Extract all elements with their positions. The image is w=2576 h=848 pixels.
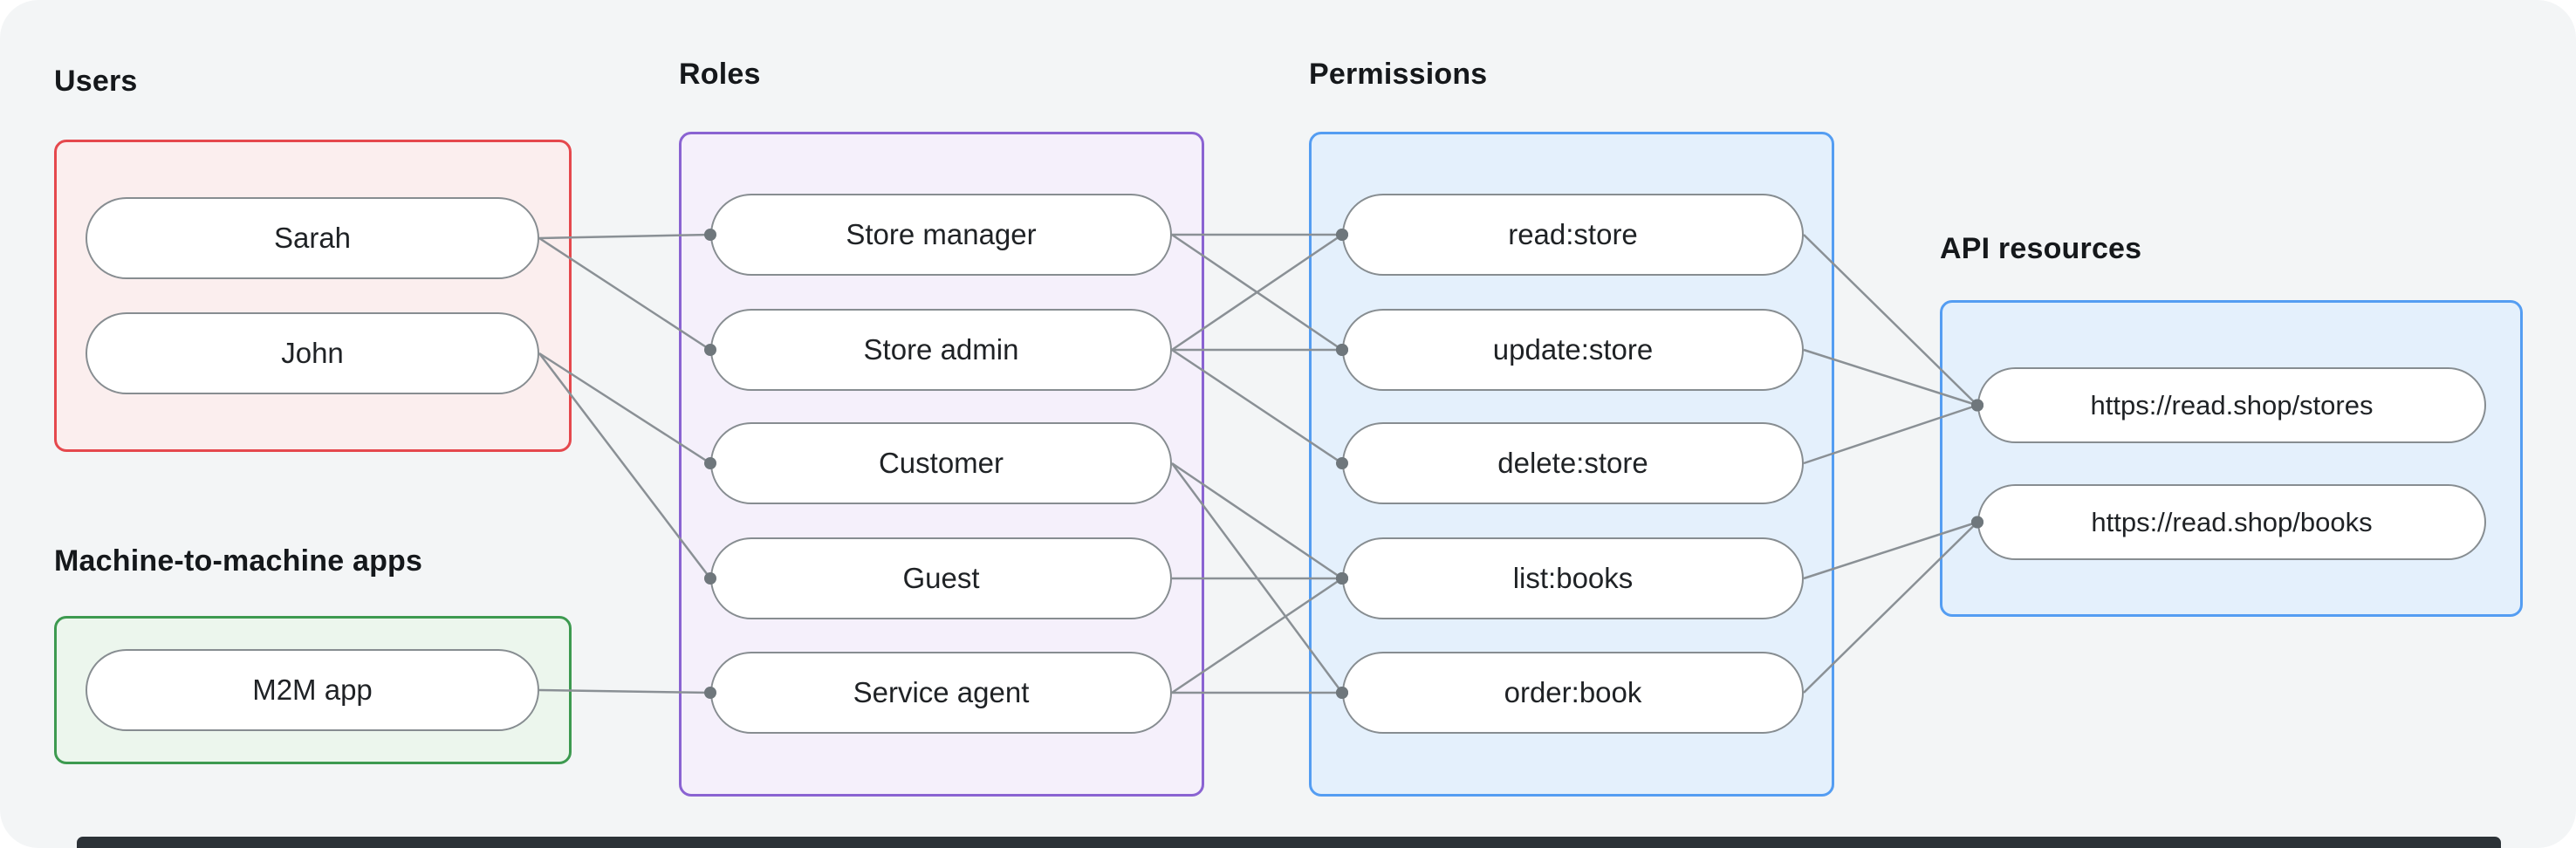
horizontal-scrollbar[interactable] <box>77 837 2501 848</box>
node-user-sarah: Sarah <box>86 197 539 279</box>
node-permission-update-store: update:store <box>1342 309 1804 391</box>
node-permission-order-book: order:book <box>1342 652 1804 734</box>
node-permission-list-books: list:books <box>1342 537 1804 619</box>
node-role-guest: Guest <box>710 537 1172 619</box>
node-m2m-app: M2M app <box>86 649 539 731</box>
node-user-john: John <box>86 312 539 394</box>
node-label: order:book <box>1504 676 1642 708</box>
node-role-service-agent: Service agent <box>710 652 1172 734</box>
api-resources-group-label: API resources <box>1940 232 2142 265</box>
node-api-resource-stores: https://read.shop/stores <box>1977 367 2486 443</box>
node-label: read:store <box>1508 218 1638 250</box>
users-group-box <box>54 140 572 452</box>
node-label: https://read.shop/stores <box>2090 389 2374 421</box>
m2m-group-label: Machine-to-machine apps <box>54 544 423 578</box>
users-group-label: Users <box>54 65 138 98</box>
node-label: Service agent <box>853 676 1030 708</box>
node-label: M2M app <box>252 674 373 706</box>
node-permission-delete-store: delete:store <box>1342 422 1804 504</box>
node-label: list:books <box>1512 562 1634 594</box>
node-role-customer: Customer <box>710 422 1172 504</box>
node-role-store-admin: Store admin <box>710 309 1172 391</box>
node-label: Customer <box>878 447 1004 479</box>
node-label: delete:store <box>1497 447 1648 479</box>
node-permission-read-store: read:store <box>1342 194 1804 276</box>
node-api-resource-books: https://read.shop/books <box>1977 484 2486 560</box>
node-label: John <box>281 337 344 369</box>
node-label: update:store <box>1492 333 1654 366</box>
node-label: https://read.shop/books <box>2091 506 2373 537</box>
permissions-group-label: Permissions <box>1309 58 1488 91</box>
node-label: Store manager <box>846 218 1037 250</box>
node-label: Store admin <box>863 333 1019 366</box>
node-role-store-manager: Store manager <box>710 194 1172 276</box>
node-label: Guest <box>902 562 980 594</box>
roles-group-label: Roles <box>679 58 761 91</box>
api-resources-group-box <box>1940 300 2523 617</box>
node-label: Sarah <box>273 222 352 254</box>
